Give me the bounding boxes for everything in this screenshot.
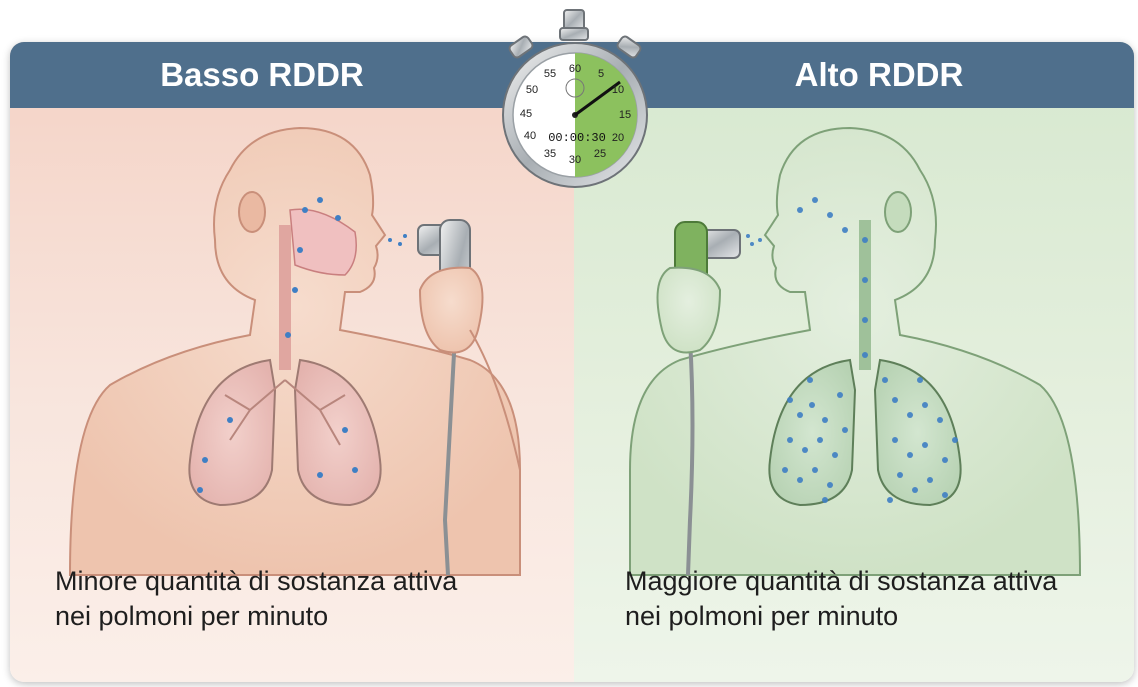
stopwatch-icon [502, 9, 648, 188]
dial-number: 60 [569, 63, 581, 75]
low-rddr-caption: Minore quantità di sostanza attiva nei p… [55, 564, 457, 634]
high-rddr-caption-line1: Maggiore quantità di sostanza attiva [625, 566, 1058, 596]
stopwatch-display: 00:00:30 [548, 131, 606, 145]
low-rddr-caption-line2: nei polmoni per minuto [55, 601, 329, 631]
dial-number: 15 [619, 109, 631, 121]
lungs-icon [768, 358, 962, 507]
stopwatch-dial: 60 5 10 15 20 25 30 35 40 45 50 55 [520, 63, 631, 166]
dial-number: 40 [524, 130, 536, 142]
dial-number: 55 [544, 68, 556, 80]
dial-number: 30 [569, 154, 581, 166]
lungs-icon [188, 358, 382, 507]
high-rddr-caption: Maggiore quantità di sostanza attiva nei… [625, 564, 1057, 634]
low-rddr-title: Basso RDDR [10, 42, 574, 108]
high-rddr-title: Alto RDDR [574, 42, 1134, 108]
low-rddr-caption-line1: Minore quantità di sostanza attiva [55, 566, 458, 596]
dial-number: 50 [526, 84, 538, 96]
dial-number: 5 [598, 68, 604, 80]
human-figure-icon [68, 126, 521, 576]
dial-number: 45 [520, 108, 532, 120]
high-rddr-caption-line2: nei polmoni per minuto [625, 601, 899, 631]
human-figure-icon [629, 126, 1082, 576]
dial-number: 20 [612, 132, 624, 144]
dial-number: 35 [544, 148, 556, 160]
left-figure [68, 126, 521, 576]
right-figure [629, 126, 1082, 576]
dial-number: 25 [594, 148, 606, 160]
dial-number: 10 [612, 84, 624, 96]
